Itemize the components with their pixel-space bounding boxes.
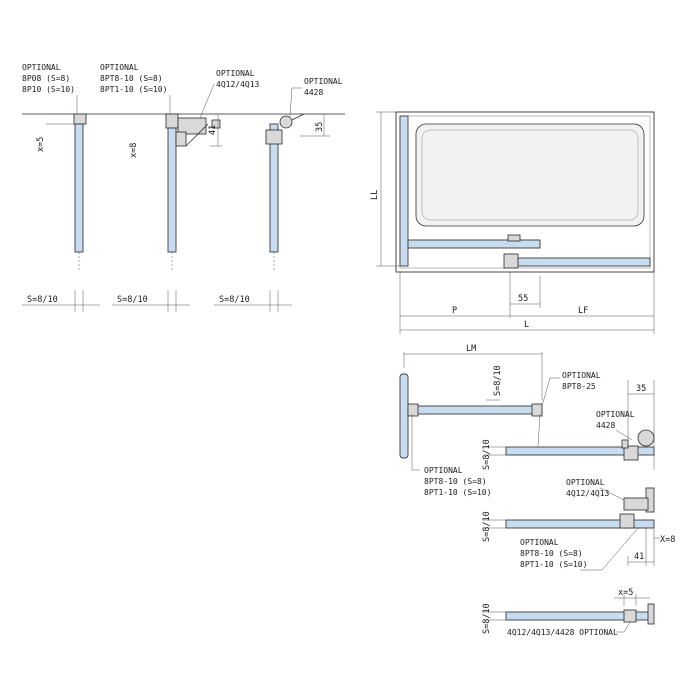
detail-2-clamp [165,113,179,129]
front-view-ll-dim: LL [370,190,380,200]
front-view-top-bar [407,239,541,249]
row-2-bracket [623,497,649,511]
plan-view-wall-panel [399,373,409,459]
row-2-41-dim: 41 [634,552,644,562]
detail-4: OPTIONAL 4428 35 S=8/10 [214,77,343,312]
row-2-clamp [619,513,635,529]
detail-1: OPTIONAL 8P08 (S=8) 8P10 (S=10) x=5 S=8/… [22,63,100,312]
row-1-glass-bar [505,446,655,456]
row-2-optional-label: OPTIONAL [566,478,605,487]
plan-view-top-optional-label: OPTIONAL [562,371,601,380]
detail-3: OPTIONAL 4Q12/4Q13 [199,69,260,119]
plan-view-left-optional-part-2: 8PT1-10 (S=10) [424,488,491,497]
row-1-s-dim: S=8/10 [482,439,492,470]
detail-4-knob [279,115,293,129]
plan-view-top-optional-part: 8PT8-25 [562,382,596,391]
detail-3-optional-label: OPTIONAL [216,69,255,78]
right-detail-row-3: x=5 S=8/10 4Q12/4Q13/4428 OPTIONAL [482,588,655,637]
row-2-glass-bar [505,519,655,529]
detail-4-part: 4428 [304,88,323,97]
detail-2: OPTIONAL 8PT8-10 (S=8) 8PT1-10 (S=10) x=… [100,63,222,312]
row-2-part-b: 8PT1-10 (S=10) [520,560,587,569]
detail-2-part-1: 8PT8-10 (S=8) [100,74,163,83]
detail-3-part: 4Q12/4Q13 [216,80,260,89]
row-3-x-dim: x=5 [618,588,633,598]
row-3-bottom-label: 4Q12/4Q13/4428 OPTIONAL [507,628,618,637]
detail-1-optional-label: OPTIONAL [22,63,61,72]
row-1-35-dim: 35 [636,384,646,394]
row-3-s-dim: S=8/10 [482,603,492,634]
front-view: LL 55 P LF L [370,111,655,334]
detail-2-hinge [175,131,187,147]
row-2-s-dim: S=8/10 [482,511,492,542]
detail-2-s-dim: S=8/10 [117,295,148,305]
row-2-part: 4Q12/4Q13 [566,489,610,498]
right-detail-row-2: OPTIONAL 4Q12/4Q13 S=8/10 X=8 41 OPTIONA… [482,478,675,571]
row-1-part: 4428 [596,421,615,430]
detail-1-part-1: 8P08 (S=8) [22,74,70,83]
front-view-swing-panel [517,257,651,267]
plan-view-left-optional-part-1: 8PT8-10 (S=8) [424,477,487,486]
detail-2-glass-panel [167,127,177,253]
row-1-knob [637,429,655,447]
detail-2-optional-label: OPTIONAL [100,63,139,72]
row-3-clamp [623,609,637,623]
plan-view-lm-dim: LM [466,344,476,354]
detail-1-clamp [73,113,87,125]
detail-1-x-dim: x=5 [36,137,46,152]
front-view-fixed-panel [399,115,409,267]
row-1-clamp [623,445,639,461]
detail-4-optional-label: OPTIONAL [304,77,343,86]
front-view-p-dim: P [452,306,457,316]
front-view-lf-dim: LF [578,306,588,316]
detail-1-part-2: 8P10 (S=10) [22,85,75,94]
row-1-optional-label: OPTIONAL [596,410,635,419]
detail-1-glass-panel [74,123,84,253]
detail-1-s-dim: S=8/10 [27,295,58,305]
detail-2-screw [211,119,221,129]
front-view-l-dim: L [524,320,529,330]
row-2-x-dim: X=8 [660,535,675,545]
plan-view: LM S=8/10 OPTIONAL 8PT8-25 OPTIONAL 8PT8… [399,344,601,497]
front-view-55-dim: 55 [518,294,528,304]
row-2-part-a: 8PT8-10 (S=8) [520,549,583,558]
plan-view-s-dim: S=8/10 [493,365,503,396]
plan-view-glass-bar [407,405,543,415]
detail-2-41-dim: 41 [208,125,218,135]
detail-4-35-dim: 35 [315,122,325,132]
front-view-hinge [503,253,519,269]
right-detail-row-1: 35 OPTIONAL 4428 S=8/10 [482,380,655,470]
detail-2-x-dim: x=8 [129,143,139,158]
plan-view-left-optional-label: OPTIONAL [424,466,463,475]
detail-4-s-dim: S=8/10 [219,295,250,305]
detail-4-clamp [265,129,283,145]
detail-2-part-2: 8PT1-10 (S=10) [100,85,167,94]
bathtub-outline [415,123,645,227]
front-view-frame [395,111,655,273]
row-2-optional-label-2: OPTIONAL [520,538,559,547]
